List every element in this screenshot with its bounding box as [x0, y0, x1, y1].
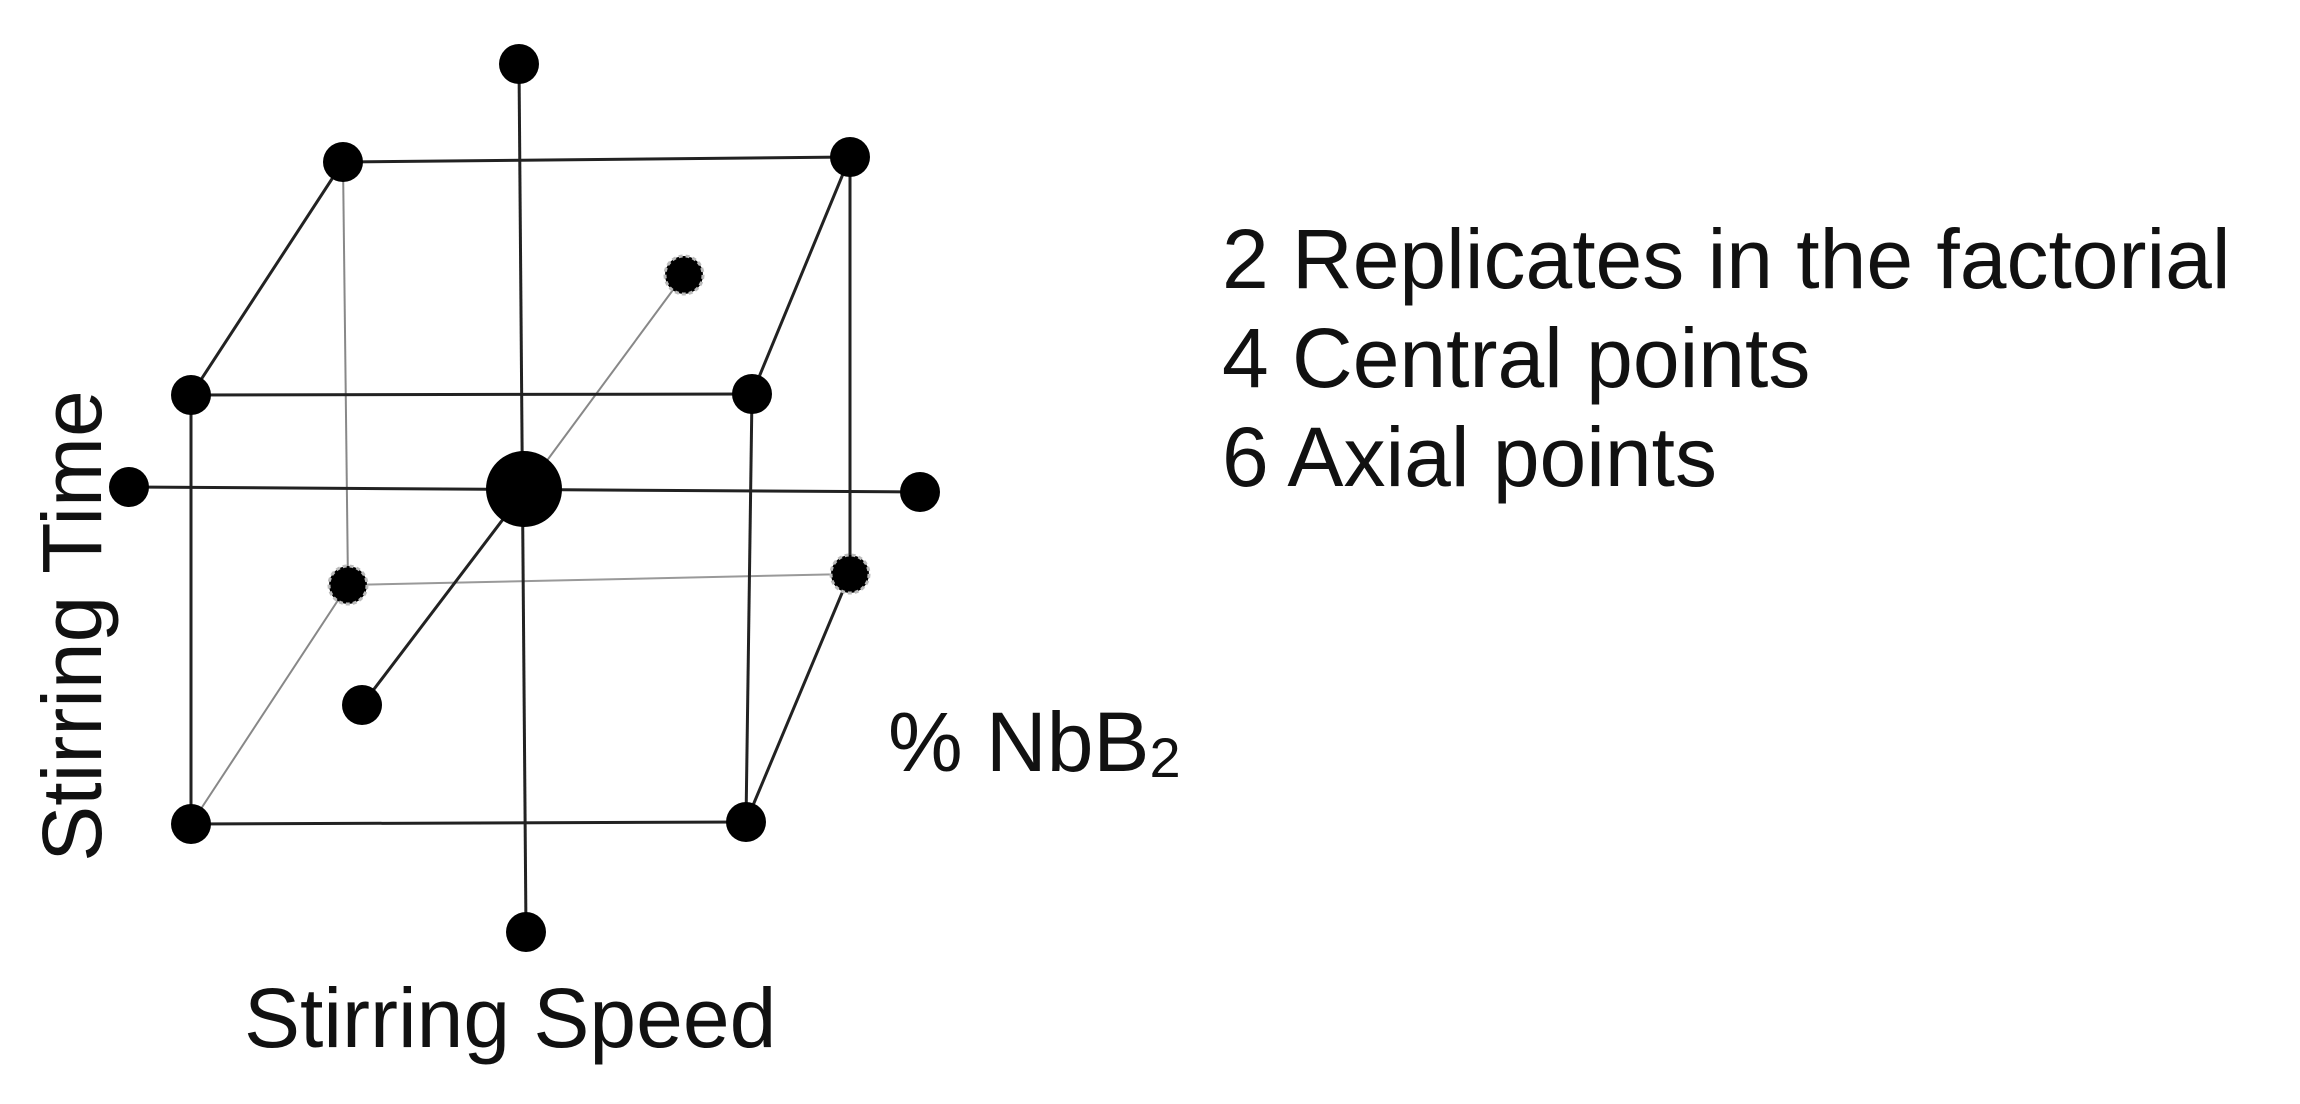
back-bottom-left-depth-edge [190, 584, 349, 825]
legend-central-points: 4 Central points [1222, 311, 1811, 405]
factorial-point-hidden [829, 553, 871, 595]
depth-axis-front-segment [360, 488, 528, 706]
central-point [486, 451, 562, 527]
factorial-point [732, 374, 772, 414]
top-right-depth-edge [750, 156, 852, 395]
factorial-point [171, 375, 211, 415]
front-top-edge [190, 392, 753, 397]
factorial-point [726, 802, 766, 842]
axial-point [109, 467, 149, 507]
axial-point [506, 912, 546, 952]
factorial-point [830, 137, 870, 177]
front-right-edge [744, 393, 754, 823]
front-bottom-edge [190, 820, 747, 826]
top-left-depth-edge [189, 161, 345, 396]
axial-point [499, 44, 539, 84]
stirring-time-axis-label: Stirring Time [25, 390, 119, 862]
back-left-vertical-edge [342, 161, 349, 586]
stirring-speed-axis-label: Stirring Speed [244, 971, 777, 1065]
axial-point-hidden [663, 254, 705, 296]
nbb2-label-subscript: 2 [1149, 726, 1181, 789]
factorial-point [171, 804, 211, 844]
axial-point [900, 472, 940, 512]
top-back-edge [342, 155, 851, 164]
back-bottom-edge [347, 573, 851, 586]
factorial-point [323, 142, 363, 182]
legend-axial-points: 6 Axial points [1222, 410, 1717, 504]
axial-point [342, 685, 382, 725]
factorial-point-hidden [327, 564, 369, 606]
nbb2-label-text: % NbB [888, 695, 1150, 789]
nbb2-axis-label: % NbB2 [888, 700, 1181, 786]
design-legend: 2 Replicates in the factorial 4 Central … [1222, 210, 2231, 507]
bottom-right-depth-edge [744, 573, 852, 823]
depth-axis-back-segment [525, 274, 685, 490]
legend-replicates: 2 Replicates in the factorial [1222, 212, 2231, 306]
